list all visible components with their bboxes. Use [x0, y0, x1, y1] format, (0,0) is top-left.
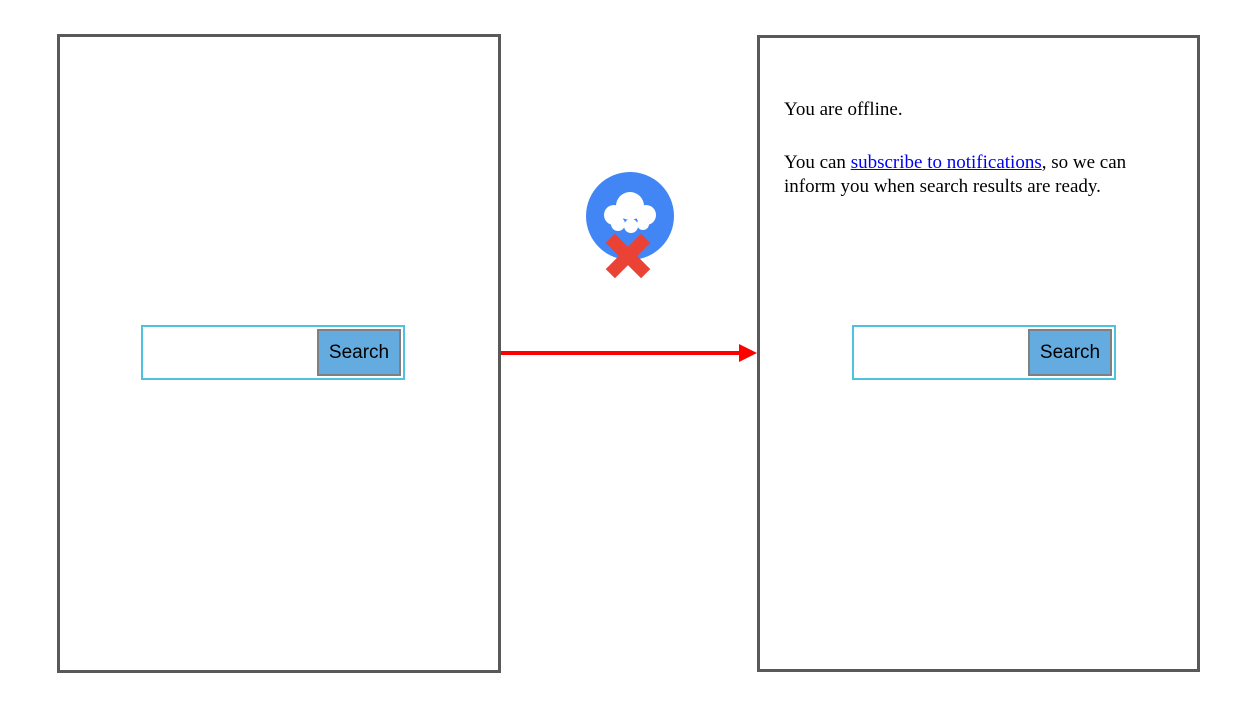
search-button[interactable]: Search	[1028, 329, 1112, 376]
flow-arrow-head	[739, 344, 757, 362]
subscribe-notifications-link[interactable]: subscribe to notifications	[850, 152, 1042, 173]
offline-message-block: You are offline. You can subscribe to no…	[784, 98, 1178, 199]
red-x-icon	[605, 233, 651, 279]
notify-text-prefix: You can	[784, 152, 851, 173]
notify-text-suffix: , so we can inform you when search resul…	[784, 152, 1127, 197]
left-screen-frame: Search	[57, 34, 501, 673]
notification-message: You can subscribe to notifications, so w…	[784, 151, 1178, 199]
cloud-glyph	[604, 192, 656, 233]
search-box-container: Search	[141, 325, 405, 380]
flow-arrow-line	[501, 351, 741, 355]
search-input[interactable]	[143, 327, 315, 378]
search-input[interactable]	[854, 327, 1026, 378]
offline-status-text: You are offline.	[784, 99, 903, 120]
right-screen-frame: You are offline. You can subscribe to no…	[757, 35, 1200, 672]
offline-cloud-icon	[586, 172, 674, 279]
search-box-container: Search	[852, 325, 1116, 380]
search-button[interactable]: Search	[317, 329, 401, 376]
